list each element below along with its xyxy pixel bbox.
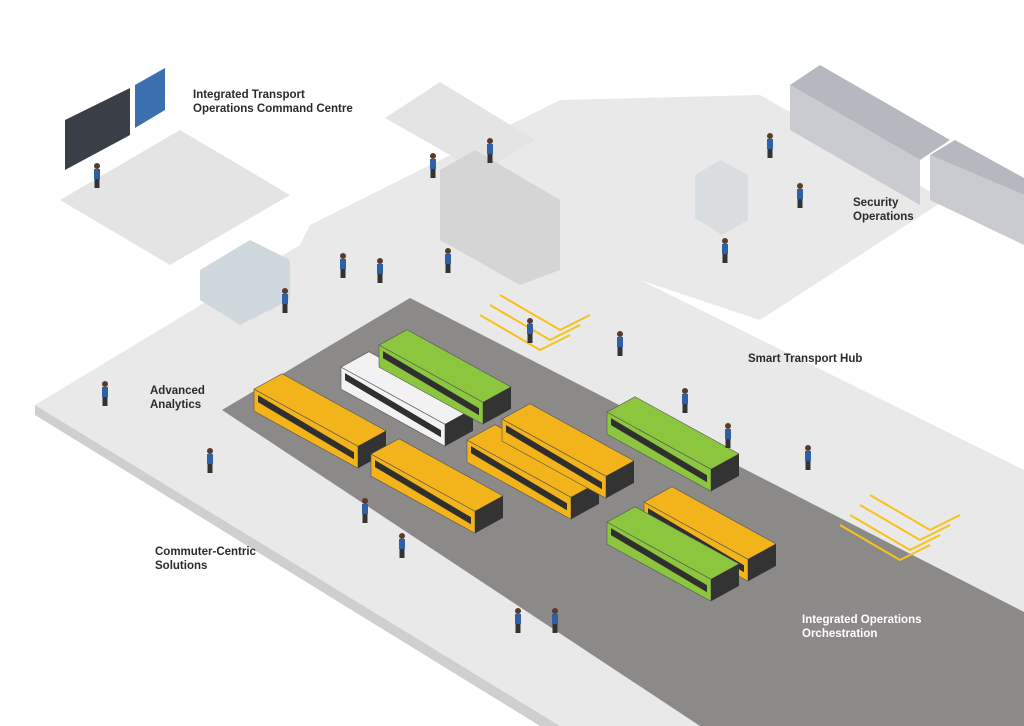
yellow-floor-markings (479, 294, 961, 562)
floor-marking (489, 304, 581, 342)
bus (606, 506, 740, 602)
bus-fleet (253, 329, 777, 602)
floor-marking (839, 524, 931, 562)
commuter (377, 258, 383, 283)
train (790, 65, 1024, 245)
floor-marking (499, 294, 591, 332)
commuter (340, 253, 346, 278)
commuter (767, 133, 773, 158)
floor-marking (859, 504, 951, 542)
label-security-operations: Security Operations (853, 197, 914, 223)
commuter (94, 163, 100, 188)
commuter (430, 153, 436, 178)
commuter (102, 381, 108, 406)
commuter (362, 498, 368, 523)
bus (253, 373, 387, 469)
bus (466, 424, 600, 520)
floor-marking (869, 494, 961, 532)
commuter (207, 448, 213, 473)
commuter (617, 331, 623, 356)
commuter (515, 608, 521, 633)
commuter (282, 288, 288, 313)
floor-marking (479, 314, 571, 352)
commuter (552, 608, 558, 633)
commuter (487, 138, 493, 163)
bus (340, 351, 474, 447)
label-advanced-analytics: Advanced Analytics (150, 385, 205, 411)
kiosk-booth (200, 150, 748, 325)
bus (370, 438, 504, 534)
commuter (399, 533, 405, 558)
taxi-bay (385, 82, 535, 172)
label-smart-transport-hub: Smart Transport Hub (748, 353, 863, 365)
label-command-centre: Integrated Transport Operations Command … (193, 89, 353, 115)
floor-marking (849, 514, 941, 552)
command-centre-room (60, 130, 290, 265)
commuter (445, 248, 451, 273)
commuter (527, 318, 533, 343)
commuter (805, 445, 811, 470)
commuter (797, 183, 803, 208)
label-operations-orchestration: Integrated Operations Orchestration (802, 614, 922, 640)
commuter (682, 388, 688, 413)
commuters (94, 133, 811, 633)
bus (501, 403, 635, 499)
label-commuter-centric: Commuter-Centric Solutions (155, 546, 256, 572)
bus (378, 329, 512, 425)
command-centre-screens (65, 68, 165, 170)
commuter (722, 238, 728, 263)
commuter (725, 423, 731, 448)
bus (606, 396, 740, 492)
